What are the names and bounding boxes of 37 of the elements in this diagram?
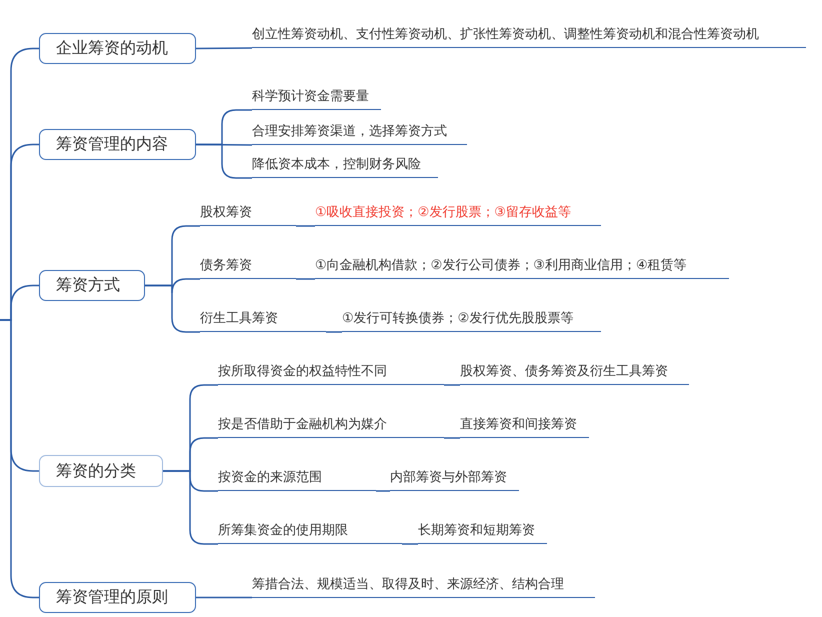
connector-line [196,47,252,50]
subtopic-text: ①向金融机构借款；②发行公司债券；③利用商业信用；④租赁等 [315,257,729,279]
connector-line [145,284,200,333]
connector-line [163,470,218,545]
subtopic-text: ①吸收直接投资；②发行股票；③留存收益等 [315,204,601,226]
connector-line [296,278,315,280]
topic-box: 企业筹资的动机 [39,33,196,64]
subtopic-text: 直接筹资和间接筹资 [460,416,589,438]
subtopic-text: 按资金的来源范围 [218,469,376,491]
connector-line [376,490,390,492]
subtopic-text: 内部筹资与外部筹资 [390,469,519,491]
subtopic-text: 所筹集资金的使用期限 [218,522,402,544]
subtopic-text: 长期筹资和短期筹资 [418,522,547,544]
connector-line [444,384,460,386]
connector-line [444,437,460,439]
subtopic-text: 创立性筹资动机、支付性筹资动机、扩张性筹资动机、调整性筹资动机和混合性筹资动机 [252,26,806,48]
subtopic-text: 按是否借助于金融机构为媒介 [218,416,444,438]
subtopic-text: 筹措合法、规模适当、取得及时、来源经济、结构合理 [252,576,595,598]
topic-box: 筹资的分类 [39,455,163,487]
connector-line [296,225,315,227]
subtopic-text: 降低资本成本，控制财务风险 [252,156,438,178]
subtopic-text: 股权筹资、债务筹资及衍生工具筹资 [460,363,689,385]
connector-line [326,331,342,333]
subtopic-text: 科学预计资金需要量 [252,88,381,110]
subtopic-text: 衍生工具筹资 [200,310,326,332]
subtopic-text: ①发行可转换债券；②发行优先股股票等 [342,310,601,332]
subtopic-text: 债务筹资 [200,257,296,279]
subtopic-text: 按所取得资金的权益特性不同 [218,363,444,385]
connector-line [196,144,252,179]
topic-box: 筹资管理的内容 [39,129,196,160]
topic-box: 筹资方式 [39,270,145,301]
connector-line [0,319,39,598]
subtopic-text: 股权筹资 [200,204,296,226]
connector-line [196,596,252,598]
subtopic-text: 合理安排筹资渠道，选择筹资方式 [252,123,467,145]
connector-line [402,543,418,545]
topic-box: 筹资管理的原则 [39,582,196,613]
